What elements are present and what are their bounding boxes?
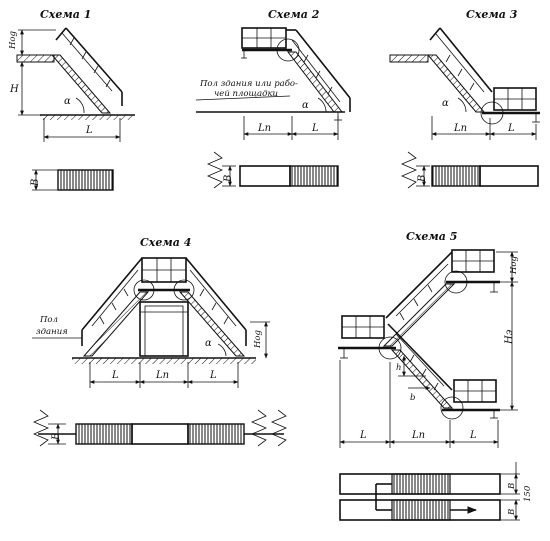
scheme-1-top-slab [16, 54, 55, 63]
scheme-4-plan-view [32, 409, 288, 447]
scheme-5-upper-flight [382, 251, 456, 347]
scheme-4: Схема 4 [32, 236, 288, 447]
scheme-2-b-label: В [223, 175, 234, 183]
scheme-2-note-line1: Пол здания или рабо- [199, 78, 298, 89]
scheme-1-l-label: L [85, 125, 93, 136]
scheme-2-platform [241, 27, 292, 59]
scheme-5: Схема 5 [338, 230, 533, 521]
scheme-1-plan-view [32, 169, 114, 191]
scheme-4-top-platform [133, 257, 195, 301]
scheme-2-plan-view [206, 151, 339, 189]
scheme-2-dimensions [243, 97, 339, 140]
scheme-5-b2-label: В [507, 509, 517, 516]
scheme-5-hog-label: Нog [509, 255, 519, 275]
scheme-4-left-flight [81, 257, 150, 357]
scheme-2-stair-flight [276, 29, 351, 121]
scheme-4-right-flight [178, 257, 247, 357]
scheme-1-b-label: В [30, 179, 41, 187]
scheme-3-ln-label: Lп [453, 123, 467, 134]
scheme-4-note-line2: здания [36, 327, 68, 337]
scheme-3-dimensions [431, 97, 537, 140]
scheme-3-l-label: L [507, 123, 515, 134]
scheme-5-title: Схема 5 [406, 230, 457, 243]
scheme-1-dimensions [18, 29, 121, 142]
scheme-2-ln-label: Lп [257, 123, 271, 134]
scheme-5-bottom-platform [440, 379, 500, 420]
scheme-2-note-line2: чей площадки [214, 89, 278, 99]
scheme-5-h-label: h [396, 363, 401, 373]
scheme-4-ln-label: Lп [155, 370, 169, 381]
scheme-3: Схема 3 [389, 8, 540, 189]
scheme-1-stair-flight [50, 27, 123, 114]
scheme-1-alpha-label: α [64, 96, 71, 107]
scheme-5-gap-label: 150 [523, 485, 533, 502]
scheme-5-middle-platform [338, 315, 402, 360]
scheme-5-l2-label: L [469, 430, 477, 441]
scheme-4-title: Схема 4 [140, 236, 191, 249]
scheme-3-alpha-label: α [442, 98, 449, 109]
scheme-1-h-label: Н [9, 84, 19, 95]
scheme-4-hog-label: Нog [253, 329, 263, 349]
scheme-4-dimensions [89, 321, 270, 388]
scheme-3-title: Схема 3 [466, 8, 518, 21]
scheme-4-doorway [139, 301, 189, 357]
scheme-5-hz-label: Нэ [504, 329, 515, 345]
scheme-4-l2-label: L [209, 370, 217, 381]
scheme-3-stair-flight [426, 27, 493, 113]
scheme-2-title: Схема 2 [268, 8, 320, 21]
scheme-5-b1-label: В [507, 483, 517, 490]
scheme-5-ln-label: Lп [411, 430, 425, 441]
scheme-2-alpha-label: α [302, 100, 309, 111]
scheme-5-plan-view [339, 462, 520, 521]
scheme-1-title: Схема 1 [40, 8, 91, 21]
scheme-1: Схема 1 Нo [8, 8, 135, 191]
scheme-4-b-label: В [51, 433, 62, 441]
scheme-5-top-platform [444, 249, 500, 294]
scheme-1-ground-hatch [40, 115, 135, 120]
scheme-4-alpha-label: α [205, 338, 212, 349]
scheme-4-note-line1: Пол [39, 315, 58, 325]
scheme-1-hog-label: Нog [8, 30, 18, 50]
scheme-3-top-slab [389, 54, 429, 63]
scheme-3-b-label: В [417, 175, 428, 183]
scheme-4-ground-hatch [72, 358, 256, 364]
scheme-5-l1-label: L [359, 430, 367, 441]
scheme-2-l-label: L [311, 123, 319, 134]
scheme-2-note-leader [195, 95, 291, 101]
scheme-5-lower-flight [387, 323, 454, 409]
scheme-5-b-small-label: b [410, 393, 415, 403]
scheme-2: Схема 2 Пол здания или ра [195, 8, 351, 189]
scheme-4-l1-label: L [111, 370, 119, 381]
scheme-3-plan-view [400, 151, 539, 189]
scheme-3-lower-platform [480, 87, 540, 125]
scheme-5-dimensions [339, 251, 518, 448]
